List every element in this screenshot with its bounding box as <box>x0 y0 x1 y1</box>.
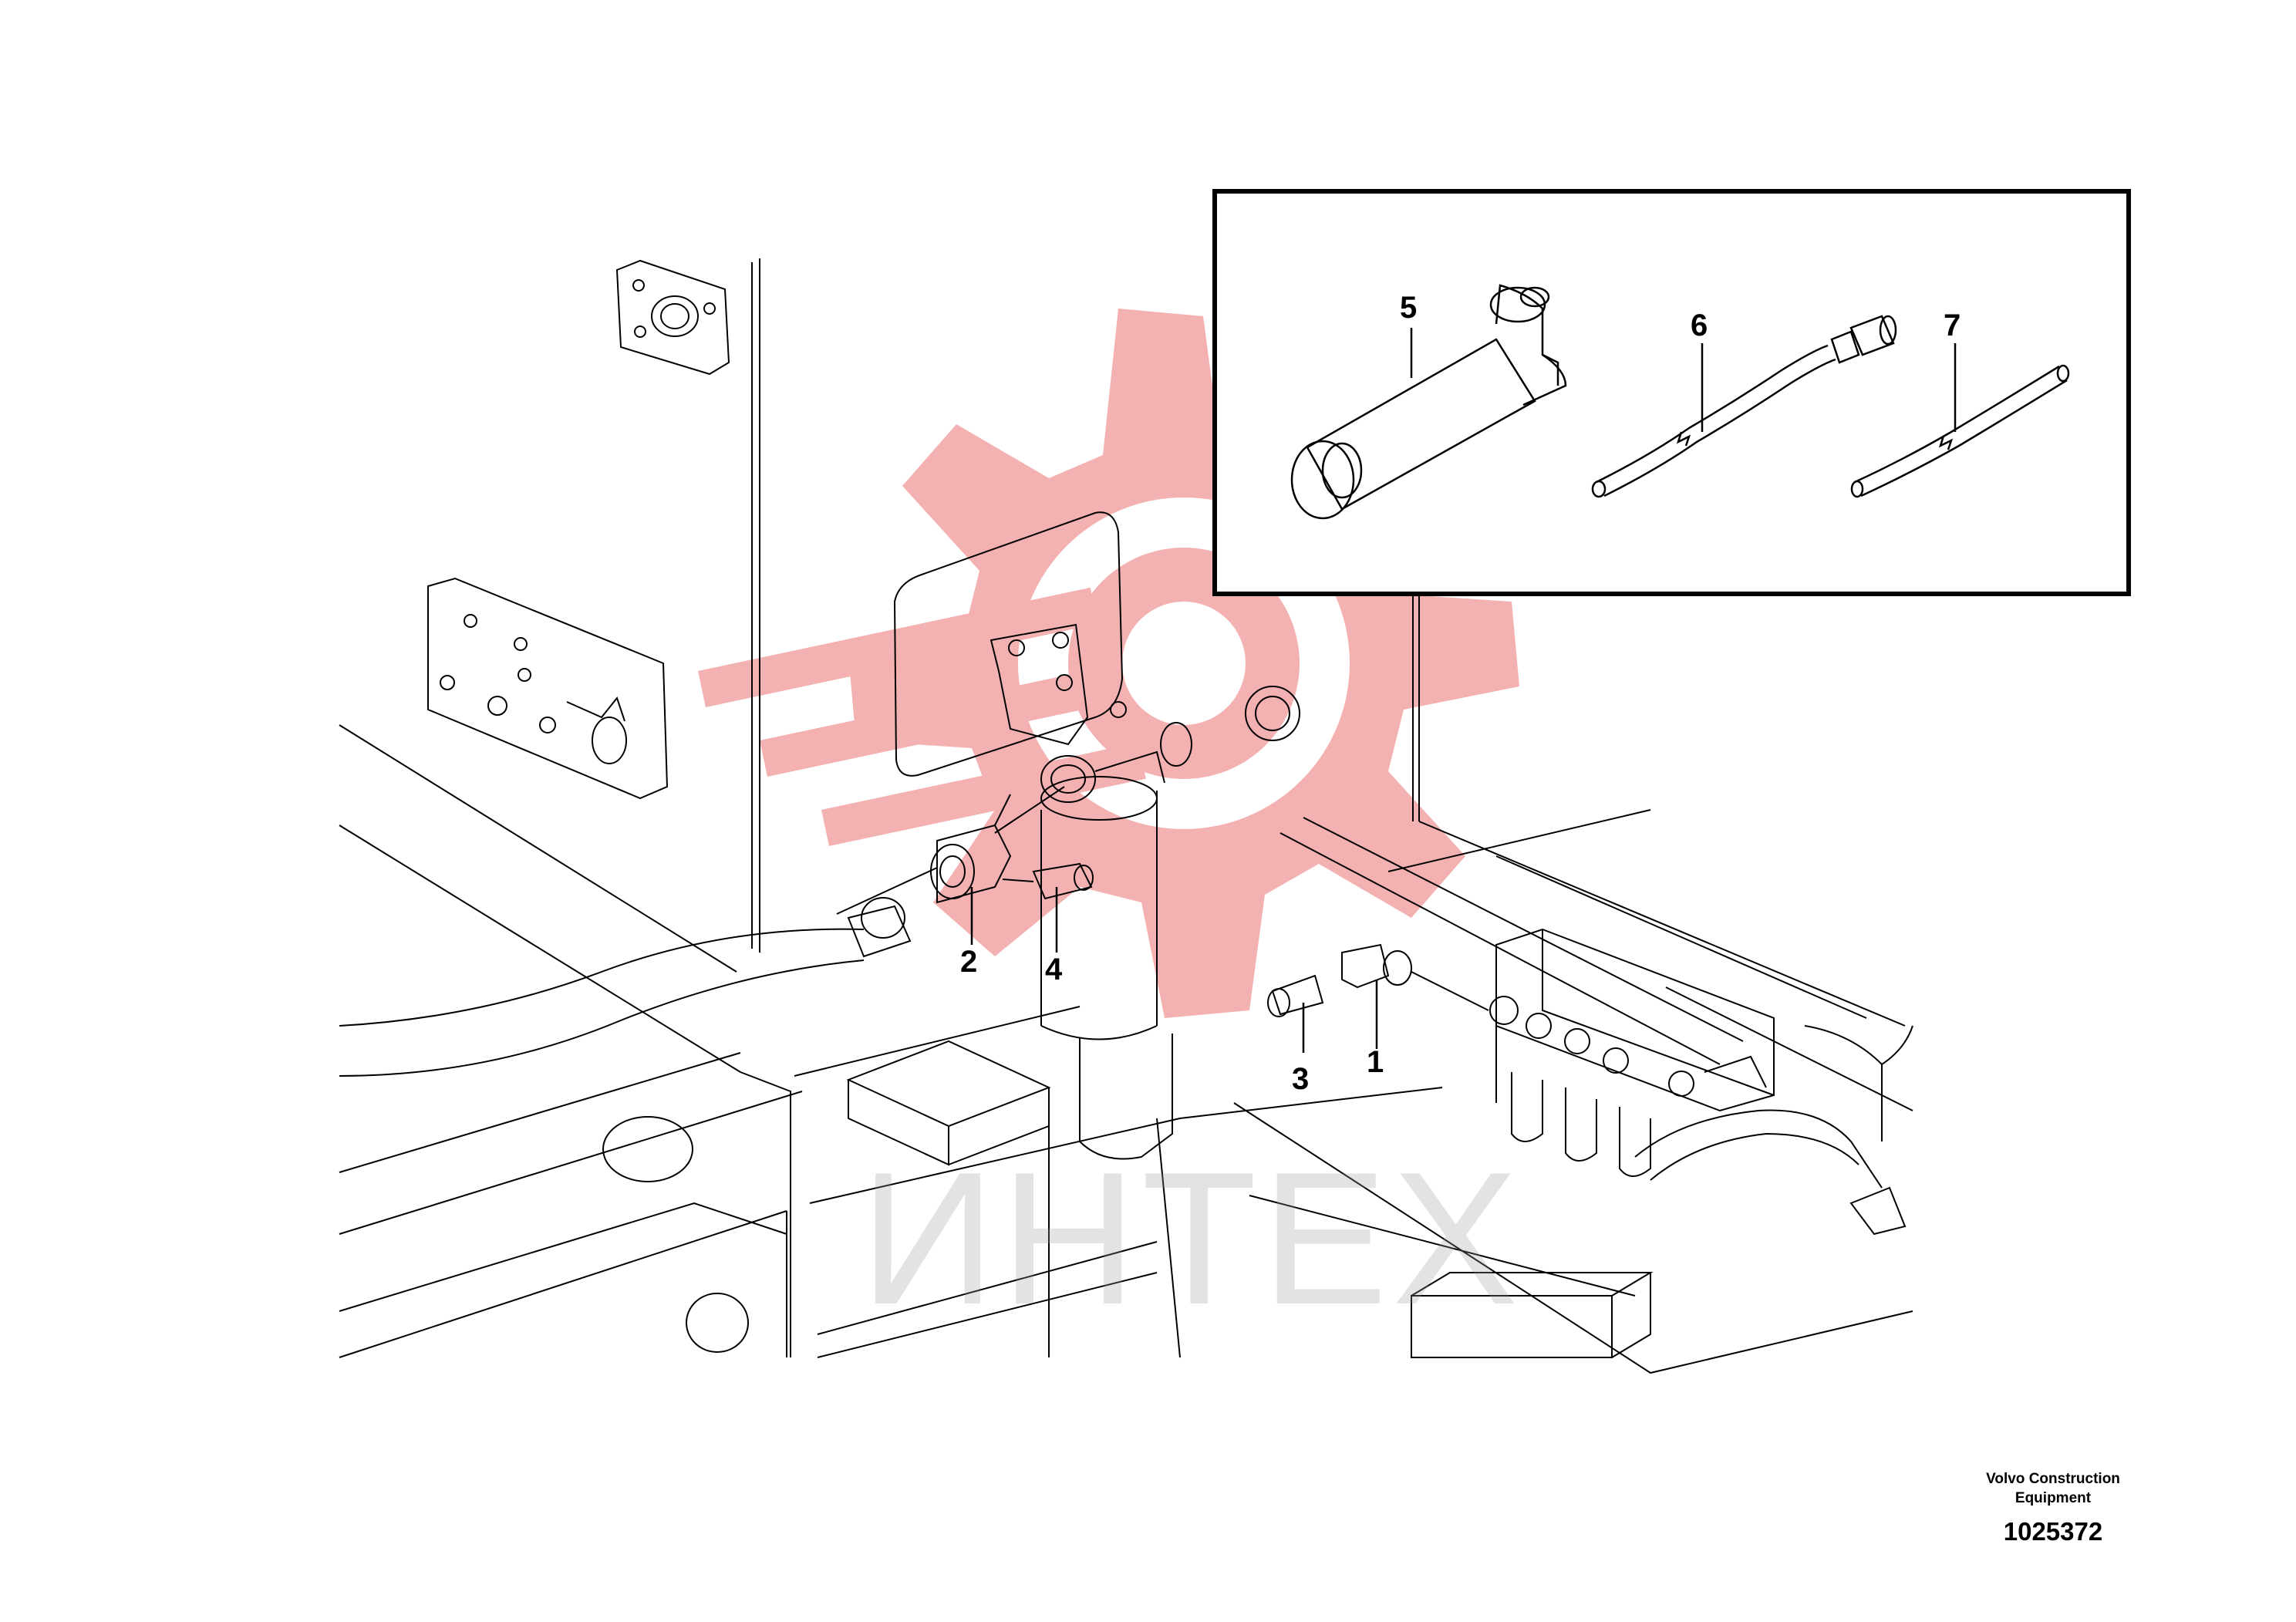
part-6-hose <box>1591 315 1897 498</box>
manifold-block <box>1489 928 1913 1236</box>
part-5-pipe-fitting <box>1290 284 1567 520</box>
part-3-plug <box>1267 974 1324 1017</box>
credit-line-2: Equipment <box>2014 1490 2092 1506</box>
callout-5: 5 <box>1400 291 1417 325</box>
machine-frame <box>339 258 1913 1374</box>
receiver-dryer <box>893 511 1300 1160</box>
credit-block: Volvo Construction Equipment 1025372 <box>1937 1469 2169 1546</box>
callout-1: 1 <box>1367 1045 1384 1079</box>
valve-plate <box>427 577 669 800</box>
watermark-text: ИНТЕХ <box>860 1132 1523 1344</box>
hose-left <box>339 897 912 1077</box>
callout-6: 6 <box>1691 309 1708 342</box>
credit-line-1: Volvo Construction <box>1986 1471 2120 1487</box>
inset-leaders <box>1410 328 1957 432</box>
part-4-plug <box>1002 862 1094 900</box>
part-7-tube <box>1850 364 2070 498</box>
callout-7: 7 <box>1944 309 1961 342</box>
document-number: 1025372 <box>2003 1517 2103 1546</box>
part-2-elbow-fitting <box>836 786 1065 915</box>
callout-3: 3 <box>1292 1062 1309 1096</box>
callout-2: 2 <box>960 945 977 979</box>
inset-box <box>1212 189 2131 596</box>
mounting-flange <box>615 259 730 376</box>
callout-4: 4 <box>1045 953 1063 986</box>
callout-leaders <box>970 887 1378 1053</box>
part-1-elbow-fitting <box>1341 943 1489 1011</box>
